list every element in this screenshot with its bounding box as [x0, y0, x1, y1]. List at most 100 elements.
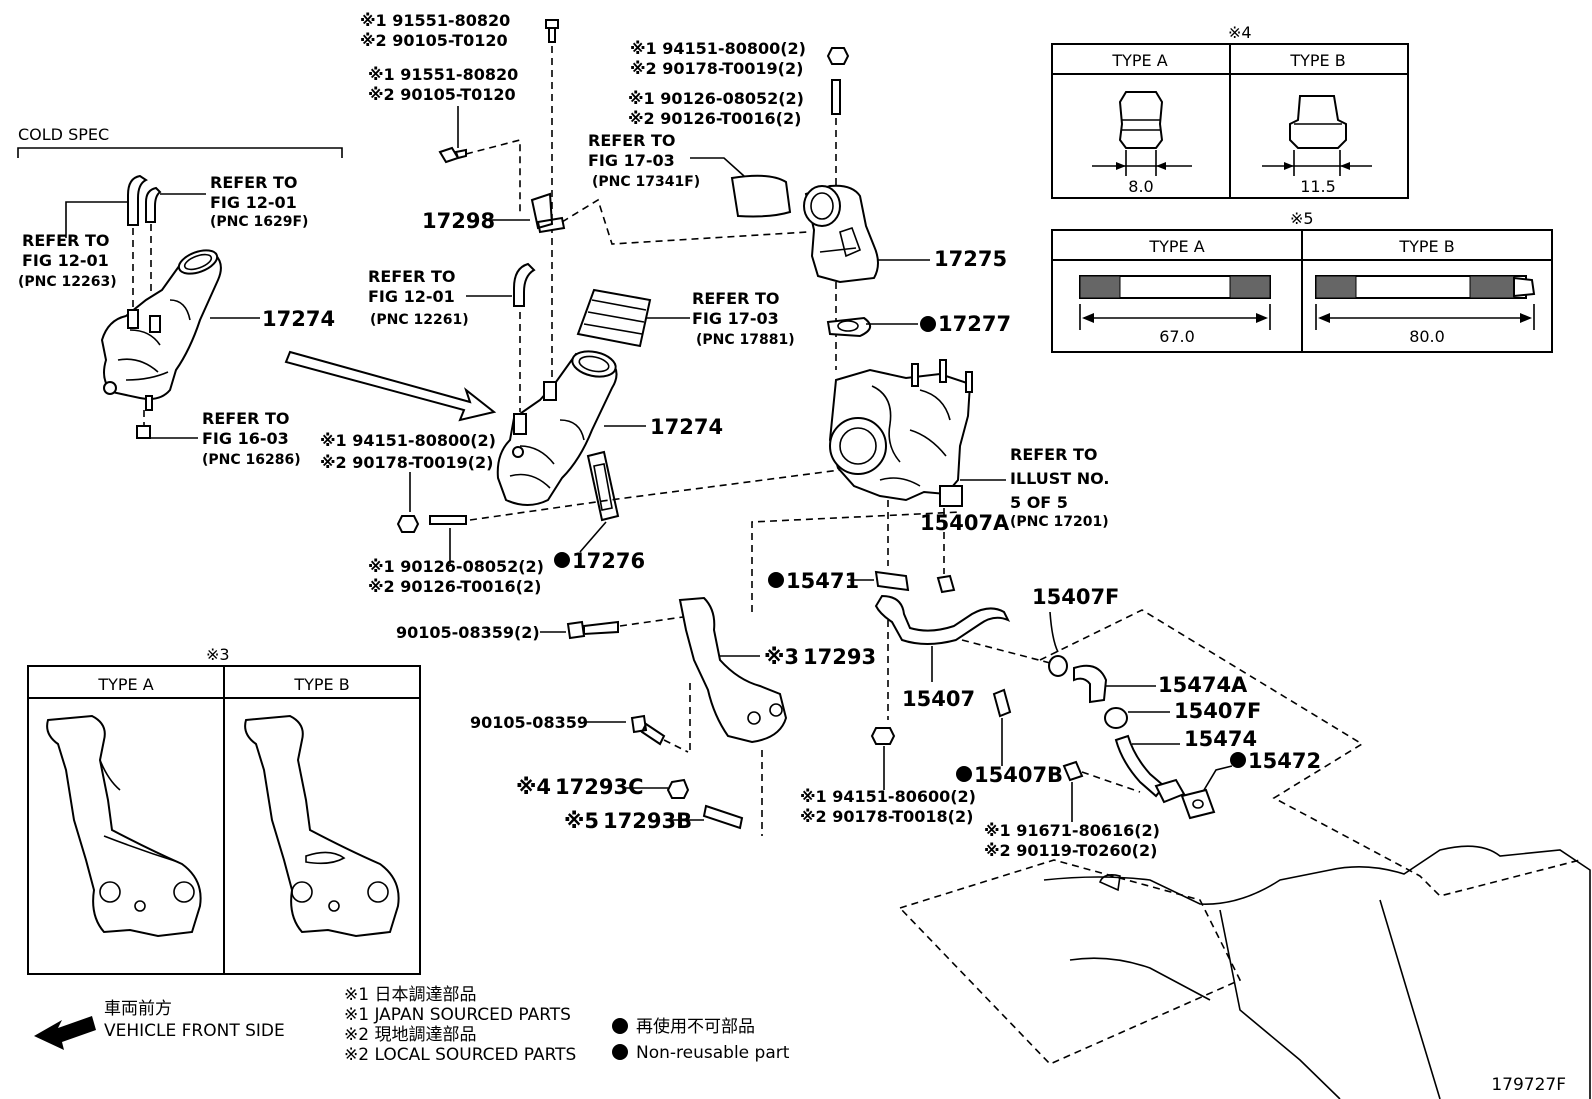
box4-col-b: TYPE B — [1289, 51, 1345, 70]
refer-r_top-2: FIG 17-03 — [588, 151, 675, 170]
box3-col-b: TYPE B — [293, 675, 349, 694]
pnc-17276: 17276 — [572, 549, 645, 573]
legend-front-en: VEHICLE FRONT SIDE — [104, 1021, 285, 1041]
pnc-15407F-top: 15407F — [1032, 585, 1119, 609]
legend-dot-jp — [612, 1018, 628, 1034]
pnc-15474: 15474 — [1184, 727, 1257, 751]
pnc-17277: 17277 — [938, 312, 1011, 336]
legend-l2-en: ※2 LOCAL SOURCED PARTS — [344, 1045, 576, 1065]
low-nut — [870, 727, 896, 745]
legend: 車両前方 VEHICLE FRONT SIDE ※1 日本調達部品 ※1 JAP… — [34, 985, 790, 1065]
top-stud — [831, 79, 841, 115]
low-nut-line2: ※2 90178-T0018(2) — [800, 807, 973, 826]
hose-small-3 — [136, 425, 151, 439]
cold-spec-label: COLD SPEC — [18, 125, 109, 144]
water-inlet-housing-17274 — [496, 350, 618, 506]
refer-r_top_left-1: REFER TO — [210, 173, 298, 192]
bolt-90105 — [630, 714, 666, 746]
nonreusable-dot-15472 — [1230, 752, 1246, 768]
top-stud-line2: ※2 90126-T0016(2) — [628, 109, 801, 128]
pnc-15471: 15471 — [786, 569, 859, 593]
box4-group: ※4 TYPE A TYPE B 8.0 11.5 — [1051, 23, 1409, 199]
pnc-15407A: 15407A — [920, 511, 1010, 535]
legend-l1-jp: ※1 日本調達部品 — [344, 985, 476, 1005]
box5-group: ※5 TYPE A TYPE B 67.0 80.0 — [1051, 209, 1553, 353]
refer-r_left_low-3: (PNC 16286) — [202, 452, 301, 468]
refer-r_mid2-1: REFER TO — [692, 289, 780, 308]
left-bolt-line1: ※1 91551-80820 — [368, 65, 518, 84]
mark3-inline: ※3 — [764, 645, 799, 669]
mid-nut — [396, 515, 420, 533]
top-bolt-line2: ※2 90105-T0120 — [360, 31, 508, 50]
cold-spec-bracket — [17, 147, 343, 158]
refer-r_illust-1: REFER TO — [1010, 445, 1098, 464]
oil-pipe-group: 15407A 15471 15407 15407F 15474A 15407F … — [768, 500, 1321, 860]
bolt-90105-2-label: 90105-08359(2) — [396, 623, 540, 642]
pnc-17274: 17274 — [650, 415, 723, 439]
nonreusable-dot-15471 — [768, 572, 784, 588]
box3-group: ※3 TYPE A TYPE B — [27, 645, 421, 975]
box4-title: ※4 — [1228, 23, 1252, 42]
bracket-17293 — [678, 596, 788, 744]
left-bolt — [438, 146, 467, 164]
pnc-15407B: 15407B — [974, 763, 1063, 787]
clamp-15407F — [1104, 707, 1128, 729]
nonreusable-dot-17276 — [554, 552, 570, 568]
box5-dim-a: 67.0 — [1159, 327, 1195, 346]
hose-small-2 — [145, 186, 162, 223]
pnc-15474A: 15474A — [1158, 673, 1248, 697]
box5-dim-b: 80.0 — [1409, 327, 1445, 346]
turbocharger — [828, 359, 973, 507]
union-15407B — [992, 688, 1012, 718]
hose-small-1 — [127, 174, 148, 226]
cold-spec-group: COLD SPEC REFER TO FIG 12-01 (PNC 1629F)… — [17, 125, 497, 468]
refer-r_left-3: (PNC 12263) — [18, 274, 117, 290]
refer-r_illust-2: ILLUST NO. — [1010, 469, 1110, 488]
pnc-17293C-num: 17293C — [555, 775, 643, 799]
top-stud-line1: ※1 90126-08052(2) — [628, 89, 804, 108]
refer-r_top-3: (PNC 17341F) — [592, 174, 700, 190]
box3-bracket-a — [46, 714, 202, 938]
mark4-inline: ※4 — [516, 775, 551, 799]
refer-r_mid-2: FIG 12-01 — [368, 287, 455, 306]
stud-17293B — [702, 804, 744, 830]
box4-dim-a: 8.0 — [1128, 177, 1153, 196]
hose-12261 — [513, 262, 536, 307]
refer-r_left-2: FIG 12-01 — [22, 251, 109, 270]
hose-17881 — [576, 288, 652, 348]
refer-r_top-1: REFER TO — [588, 131, 676, 150]
pnc-17293B-num: 17293B — [603, 809, 692, 833]
refer-r_illust-4: (PNC 17201) — [1010, 514, 1109, 530]
gasket-15472 — [1180, 788, 1216, 820]
bracket-17298 — [530, 192, 566, 234]
legend-nr-en: Non-reusable part — [636, 1043, 790, 1063]
top-nut — [826, 47, 850, 65]
refer-r_left_low-1: REFER TO — [202, 409, 290, 428]
box4-nut-b — [1289, 95, 1347, 149]
nonreusable-dot-15407B — [956, 766, 972, 782]
top-bolt-group: ※1 91551-80820 ※2 90105-T0120 ※1 91551-8… — [360, 11, 809, 392]
box3-bracket-b — [244, 714, 400, 938]
gasket-17277 — [826, 316, 871, 338]
box3-title: ※3 — [206, 645, 230, 664]
engine-outline — [898, 609, 1591, 1099]
box4-dim-b: 11.5 — [1300, 177, 1336, 196]
refer-r_mid2-2: FIG 17-03 — [692, 309, 779, 328]
low-bolt-line1: ※1 91671-80616(2) — [984, 821, 1160, 840]
refer-r_illust-3: 5 OF 5 — [1010, 493, 1068, 512]
box5-stud-a — [1079, 275, 1271, 299]
diagram-id: 179727F — [1491, 1075, 1566, 1095]
outlet-group: ※1 94151-80800(2) ※2 90178-T0019(2) ※1 9… — [588, 39, 1011, 370]
pnc-17275: 17275 — [934, 247, 1007, 271]
top-bolt — [545, 19, 559, 43]
low-nut-line1: ※1 94151-80600(2) — [800, 787, 976, 806]
direction-arrow — [284, 350, 497, 422]
refer-r_mid2-3: (PNC 17881) — [696, 332, 795, 348]
pnc-15407: 15407 — [902, 687, 975, 711]
refer-r_top_left-2: FIG 12-01 — [210, 193, 297, 212]
mark5-inline: ※5 — [564, 809, 599, 833]
pnc-17274-cold: 17274 — [262, 307, 335, 331]
